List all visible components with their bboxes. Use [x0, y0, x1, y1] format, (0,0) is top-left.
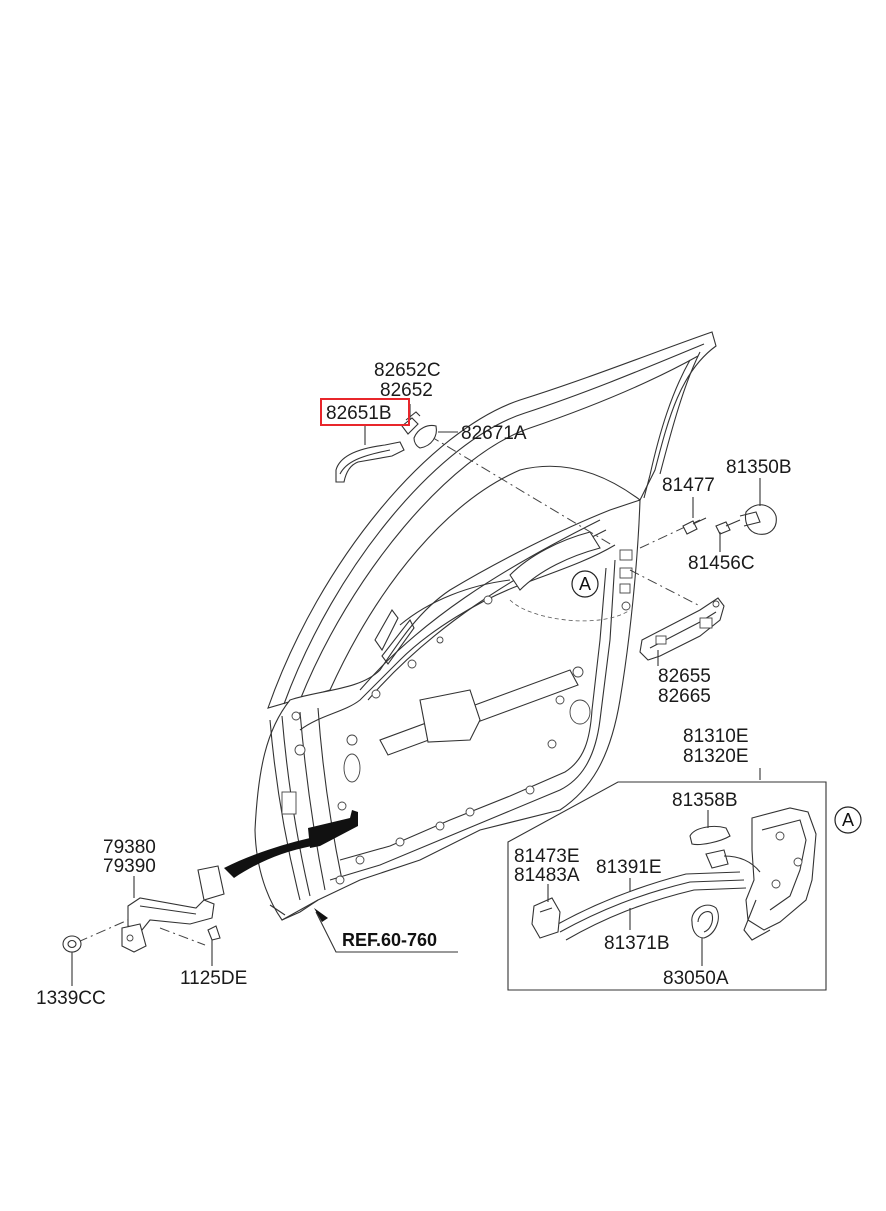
highlight-box-82651b [320, 398, 410, 426]
check-link-mount [224, 810, 358, 878]
lock-assembly-box [507, 781, 827, 991]
label-81391e: 81391E [596, 857, 662, 878]
callout-a-label-1: A [579, 574, 591, 594]
label-81477: 81477 [662, 475, 715, 496]
label-82671a: 82671A [461, 423, 527, 444]
callout-a-1: A [571, 570, 599, 598]
callout-a-2: A [834, 806, 862, 834]
label-81350b: 81350B [726, 457, 792, 478]
label-1125de: 1125DE [180, 968, 247, 989]
label-1339cc: 1339CC [36, 988, 106, 1009]
label-81358b: 81358B [672, 790, 738, 811]
label-82665: 82665 [658, 686, 711, 707]
label-82651b: 82651B [326, 403, 392, 424]
label-81456c: 81456C [688, 553, 755, 574]
label-81320e: 81320E [683, 746, 749, 767]
handle-bracket [639, 597, 725, 661]
label-79390: 79390 [103, 856, 156, 877]
label-82655: 82655 [658, 666, 711, 687]
label-81483a: 81483A [514, 865, 580, 886]
callout-a-label-2: A [842, 810, 854, 830]
label-81371b: 81371B [604, 933, 670, 954]
label-79380: 79380 [103, 837, 156, 858]
label-82652c: 82652C [374, 360, 441, 381]
reference-label: REF.60-760 [342, 930, 437, 950]
part-labels: 82652C 82652 82651B 82671A 81477 81350B … [36, 360, 792, 1009]
label-82652: 82652 [380, 380, 433, 401]
door-checker [62, 865, 225, 953]
label-81473e: 81473E [514, 846, 580, 867]
label-81310e: 81310E [683, 726, 749, 747]
striker-parts [682, 504, 777, 535]
label-83050a: 83050A [663, 968, 729, 989]
